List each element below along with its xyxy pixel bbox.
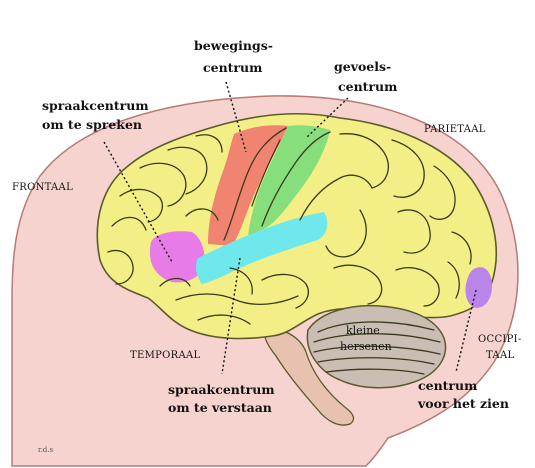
broca-label-line2: om te spreken [42,117,142,132]
broca-label-line1: spraakcentrum [42,98,149,113]
visual-label-line1: centrum [418,378,477,393]
cerebellum-label-line2: hersenen [340,340,392,353]
motor-label-line2: centrum [203,60,262,75]
occipital-lobe-label-line1: OCCIPI- [478,334,522,345]
temporal-lobe-label: TEMPORAAL [130,350,201,361]
wernicke-label-line2: om te verstaan [168,400,272,415]
artist-signature: r.d.s [38,446,54,454]
cerebellum-label-line1: kleine [346,324,380,337]
motor-label-line1: bewegings- [194,38,273,53]
wernicke-label-line1: spraakcentrum [168,382,275,397]
sensory-label-line1: gevoels- [334,59,391,74]
sensory-label-line2: centrum [338,79,397,94]
frontal-lobe-label: FRONTAAL [12,182,73,193]
occipital-lobe-label-line2: TAAL [486,350,514,361]
parietal-lobe-label: PARIETAAL [424,124,486,135]
visual-label-line2: voor het zien [417,396,509,411]
